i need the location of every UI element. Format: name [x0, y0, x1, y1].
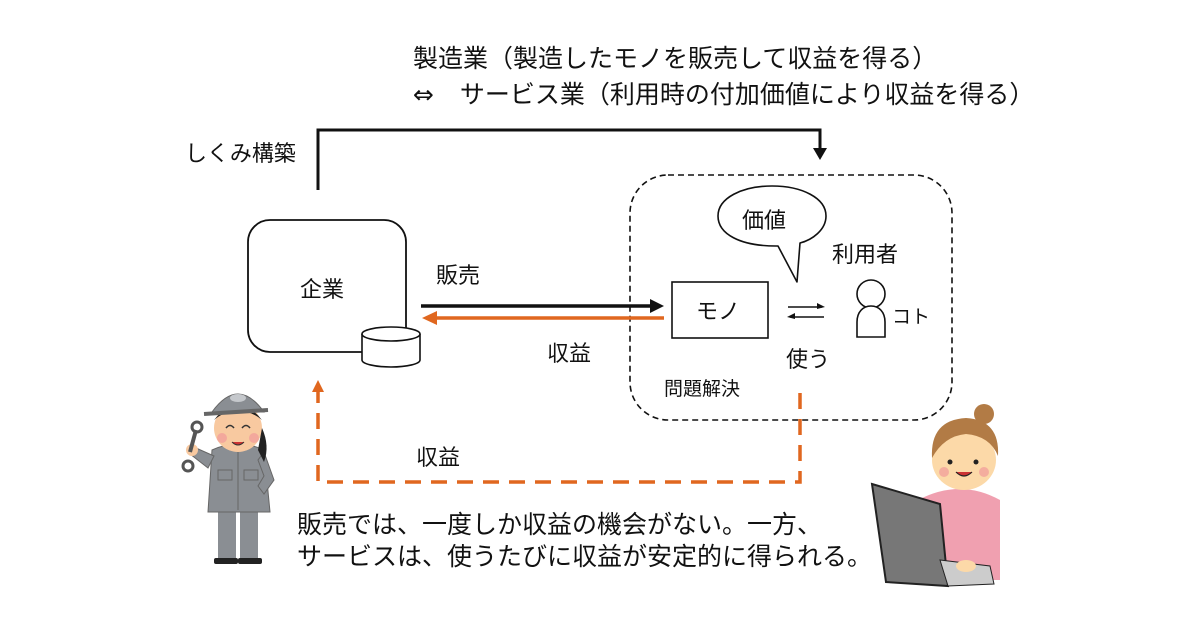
thing-box [671, 281, 769, 339]
shikumi-label: しくみ構築 [185, 142, 296, 167]
worker-illustration [181, 393, 275, 564]
caption-line-2: サービスは、使うたびに収益が安定的に得られる。 [297, 542, 873, 571]
bidirectional-arrow-icon: ⇔ [413, 80, 434, 109]
user-icon [856, 279, 886, 338]
header-line-2-text: サービス業（利用時の付加価値により収益を得る） [459, 80, 1035, 109]
revenue-label-top: 収益 [547, 342, 592, 367]
laptop-user-illustration [870, 404, 1000, 588]
thing-label: モノ [696, 300, 741, 325]
sale-label: 販売 [436, 264, 481, 289]
header-line-1: 製造業（製造したモノを販売して収益を得る） [413, 44, 938, 73]
sale-arrow [421, 299, 664, 313]
use-label: 使う [786, 348, 831, 373]
header-line-2: ⇔ サービス業（利用時の付加価値により収益を得る） [413, 78, 1034, 112]
shikumi-arrow [316, 128, 827, 190]
user-label: 利用者 [832, 243, 899, 268]
service-region [629, 174, 953, 421]
company-label: 企業 [300, 278, 345, 303]
koto-label: コト [892, 306, 931, 328]
problem-solving-label: 問題解決 [664, 378, 741, 400]
database-icon [361, 326, 421, 368]
value-speech-bubble [717, 185, 827, 283]
revenue-arrow [422, 311, 664, 325]
value-label: 価値 [742, 209, 787, 234]
company-box [247, 219, 407, 353]
revenue-label-bottom: 収益 [416, 446, 461, 471]
exchange-arrows-icon [787, 303, 825, 319]
caption-line-1: 販売では、一度しか収益の機会がない。一方、 [297, 510, 823, 539]
recurring-revenue-arrow [312, 380, 802, 484]
